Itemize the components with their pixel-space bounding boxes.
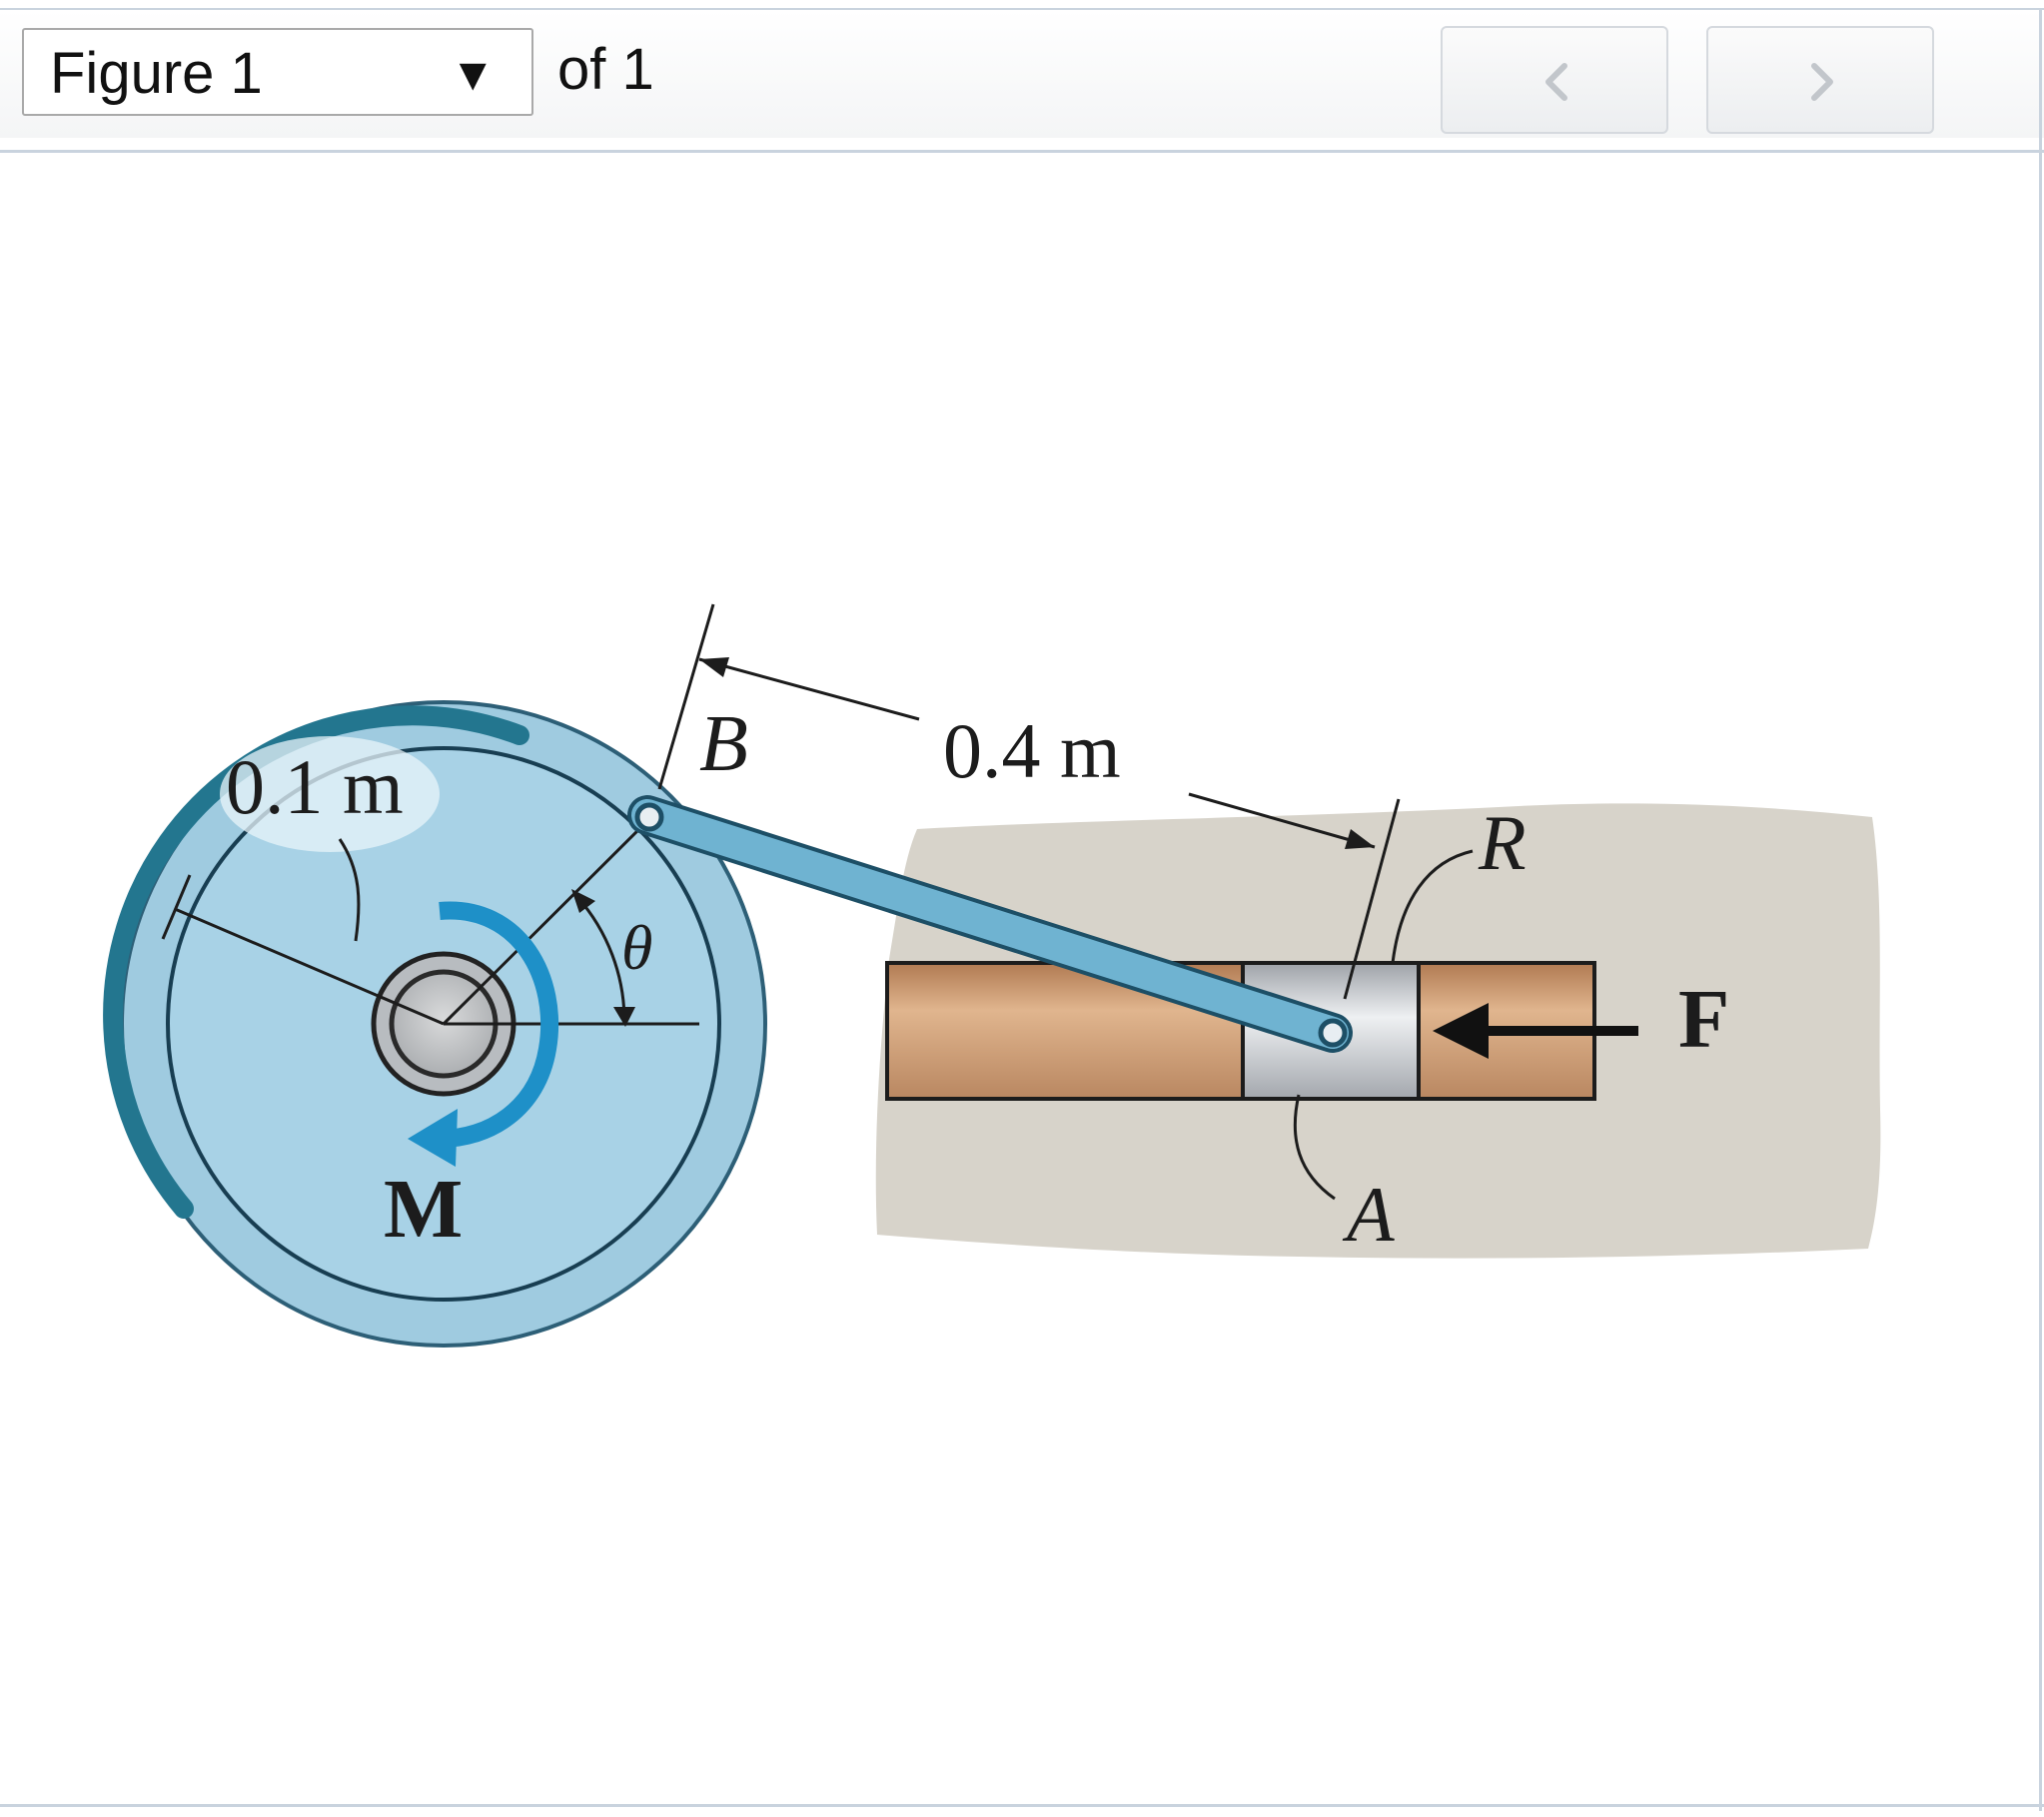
link-dim-line-left (698, 657, 920, 721)
label-moment-m: M (384, 1163, 464, 1256)
link-dim-arrowhead-right (1345, 829, 1375, 849)
bottom-border (0, 1804, 2044, 1807)
link-dim-arrowhead-left (699, 657, 729, 677)
label-link-length: 0.4 m (943, 707, 1121, 794)
chevron-right-icon (1811, 63, 1833, 101)
angle-reference-radial (442, 815, 653, 1026)
next-figure-button[interactable] (1706, 26, 1934, 134)
connecting-link-fill (631, 799, 1349, 1049)
figure-viewer: 0.1 m 0.4 m B R A θ M F (0, 153, 2038, 1803)
disk-radius-dimension-line (174, 907, 445, 1026)
moment-arrowhead (408, 1109, 458, 1167)
pin-b (634, 802, 664, 832)
label-force-f: F (1678, 973, 1730, 1066)
leader-r (1391, 849, 1474, 964)
angle-arrowhead-top (571, 889, 595, 913)
figure-select-value: Figure 1 (50, 41, 263, 106)
dropdown-arrow-icon: ▼ (450, 48, 496, 100)
angle-theta-arc (575, 896, 626, 1022)
link-dim-line-right (1188, 792, 1376, 849)
label-angle-theta: θ (621, 912, 653, 983)
disk-radius-leader (338, 838, 361, 942)
pin-a (1318, 1018, 1348, 1048)
moment-arrow (439, 901, 559, 1148)
right-border (2039, 8, 2042, 1811)
force-arrowhead (1433, 1003, 1489, 1059)
mechanism-diagram (103, 603, 1881, 1348)
label-disk-radius: 0.1 m (226, 743, 404, 830)
figure-select-dropdown[interactable]: Figure 1 ▼ (22, 28, 533, 116)
figure-count-label: of 1 (557, 37, 654, 102)
label-point-a: A (1347, 1171, 1395, 1258)
label-point-b: B (699, 700, 748, 788)
angle-arrowhead-bottom (613, 1007, 635, 1027)
disk-radius-tick (161, 874, 192, 940)
link-dim-extension-b (657, 603, 715, 790)
leader-a (1293, 1094, 1336, 1201)
chevron-left-icon (1545, 63, 1567, 101)
previous-figure-button[interactable] (1441, 26, 1668, 134)
toolbar-divider (0, 150, 2044, 153)
link-dim-extension-a (1343, 798, 1401, 1000)
label-point-r: R (1479, 799, 1527, 886)
top-border (0, 8, 2044, 10)
